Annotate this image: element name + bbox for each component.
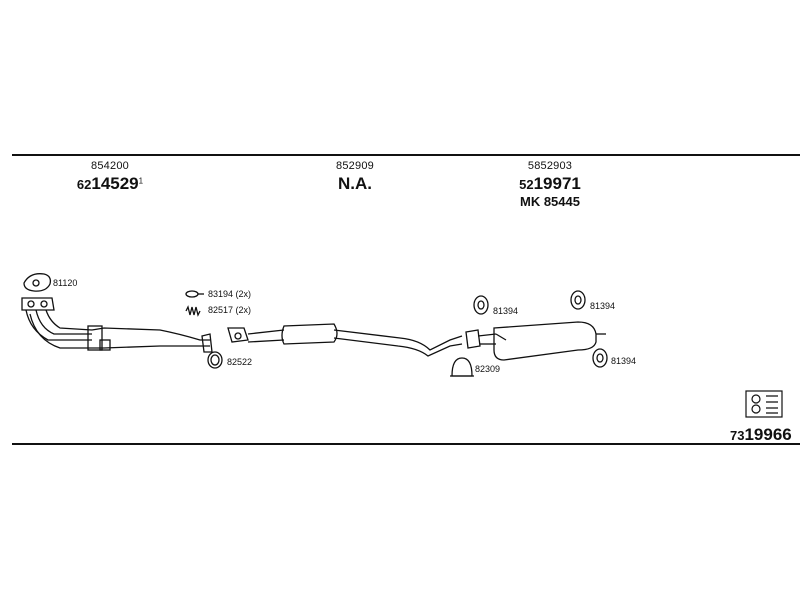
middle-pipe xyxy=(227,323,463,357)
label-hanger-right-top: 81394 xyxy=(590,301,616,311)
label-hanger-left: 81394 xyxy=(493,306,519,316)
front-pipe xyxy=(21,297,213,353)
label-spring: 82517 (2x) xyxy=(208,305,252,315)
mounting-kit-code: MK 85445 xyxy=(520,194,580,209)
set-code: 7319966 xyxy=(730,425,792,444)
column-middle-silencer: 852909 N.A. xyxy=(310,160,400,194)
clamp-part xyxy=(185,290,204,298)
manifold-gasket xyxy=(23,273,52,292)
bottom-clamp xyxy=(450,357,474,377)
bottom-divider xyxy=(12,443,800,445)
column-rear-silencer: 5852903 5219971 MK 85445 xyxy=(500,160,600,209)
column-front-pipe: 854200 62145291 xyxy=(60,160,160,194)
order-code: 5219971 xyxy=(519,174,581,193)
part-number: 854200 xyxy=(91,160,129,172)
sealing-ring xyxy=(207,351,223,369)
spring-part xyxy=(185,305,201,317)
label-ring: 82522 xyxy=(227,357,253,367)
hanger-right-top xyxy=(570,290,586,310)
part-number: 5852903 xyxy=(527,160,573,172)
part-number: 852909 xyxy=(336,160,374,172)
hanger-left xyxy=(473,295,489,315)
hanger-right-bottom xyxy=(592,348,608,368)
top-divider xyxy=(12,154,800,156)
order-code: 62145291 xyxy=(76,174,144,193)
mounting-kit-icon xyxy=(745,390,783,418)
rear-silencer xyxy=(465,321,606,361)
label-clamp: 83194 (2x) xyxy=(208,289,252,299)
label-bottom-clamp: 82309 xyxy=(475,364,501,374)
label-gasket: 81120 xyxy=(53,278,78,288)
label-hanger-right-bottom: 81394 xyxy=(611,356,637,366)
order-code: N.A. xyxy=(338,174,372,193)
